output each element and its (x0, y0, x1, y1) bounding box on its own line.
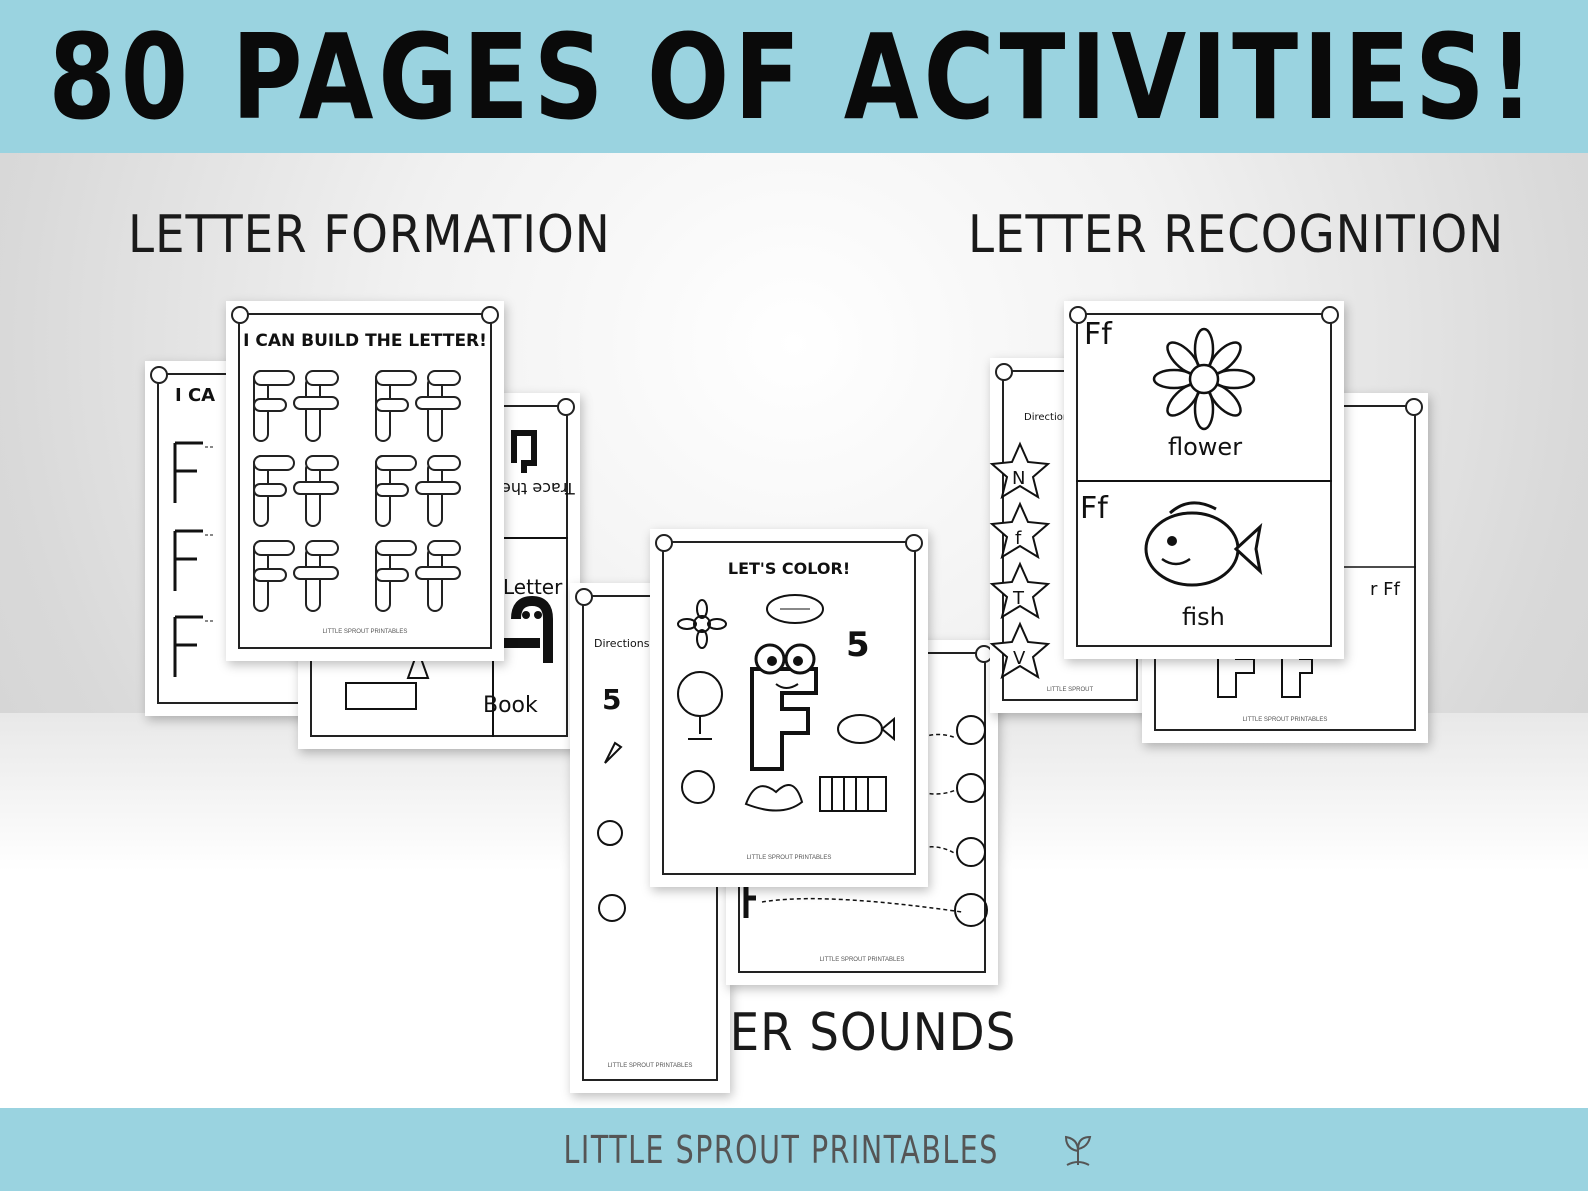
worksheet-title: I CAN BUILD THE LETTER! (243, 331, 487, 351)
page-footer: LITTLE SPROUT PRINTABLES (322, 629, 408, 635)
worksheet-lets-color: LET'S COLOR! 5 LITTLE SPROUT PRINTAB (650, 529, 928, 887)
header-banner: 80 PAGES OF ACTIVITIES! (0, 0, 1588, 153)
directions-text: Direction (1024, 412, 1070, 423)
brand-name: LITTLE SPROUT PRINTABLES (563, 1127, 999, 1172)
footer-banner: LITTLE SPROUT PRINTABLES (0, 1108, 1588, 1191)
section-title-recognition: LETTER RECOGNITION (968, 205, 1505, 265)
star-letter: f (1015, 528, 1022, 549)
star-letter: N (1012, 468, 1026, 489)
letter-pair-top: Ff (1084, 317, 1112, 352)
trace-letters-icon (173, 441, 215, 677)
page-footer: LITTLE SPROUT PRINTABLES (1242, 717, 1328, 723)
page-footer: LITTLE SPROUT PRINTABLES (607, 1063, 693, 1069)
word-book: Book (483, 693, 538, 718)
headline: 80 PAGES OF ACTIVITIES! (48, 7, 1540, 146)
word-fish: fish (1182, 603, 1225, 631)
worksheet-title: I CA (175, 385, 216, 406)
star-letter: T (1013, 588, 1024, 609)
worksheet-build-letter: I CAN BUILD THE LETTER! (226, 301, 504, 661)
letter-label: Letter (503, 575, 563, 599)
number-five: 5 (602, 683, 622, 716)
section-title-formation: LETTER FORMATION (128, 205, 611, 265)
page-footer: LITTLE SPROUT (1046, 687, 1094, 693)
sprout-icon (1065, 1135, 1092, 1166)
flower-fish-illustration-icon (1076, 327, 1332, 587)
product-showcase: LETTER FORMATION LETTER RECOGNITION LETT… (0, 153, 1588, 1108)
star-shapes-icon (989, 441, 1051, 680)
star-letter: V (1013, 648, 1026, 669)
trace-label: r Ff (1370, 579, 1400, 600)
page-footer: LITTLE SPROUT PRINTABLES (746, 855, 832, 861)
coloring-pictures-icon (677, 594, 895, 812)
worksheet-title: LET'S COLOR! (727, 559, 851, 578)
trace-label: Trace the (501, 479, 575, 498)
letter-pair-bottom: Ff (1080, 491, 1108, 526)
number-five: 5 (846, 625, 870, 665)
bubble-letters-icon (253, 370, 461, 612)
picture-column-icon (597, 741, 626, 922)
page-footer: LITTLE SPROUT PRINTABLES (819, 957, 905, 963)
picture-cards: Ff flower Ff fish (1064, 301, 1344, 659)
word-flower: flower (1168, 433, 1243, 461)
